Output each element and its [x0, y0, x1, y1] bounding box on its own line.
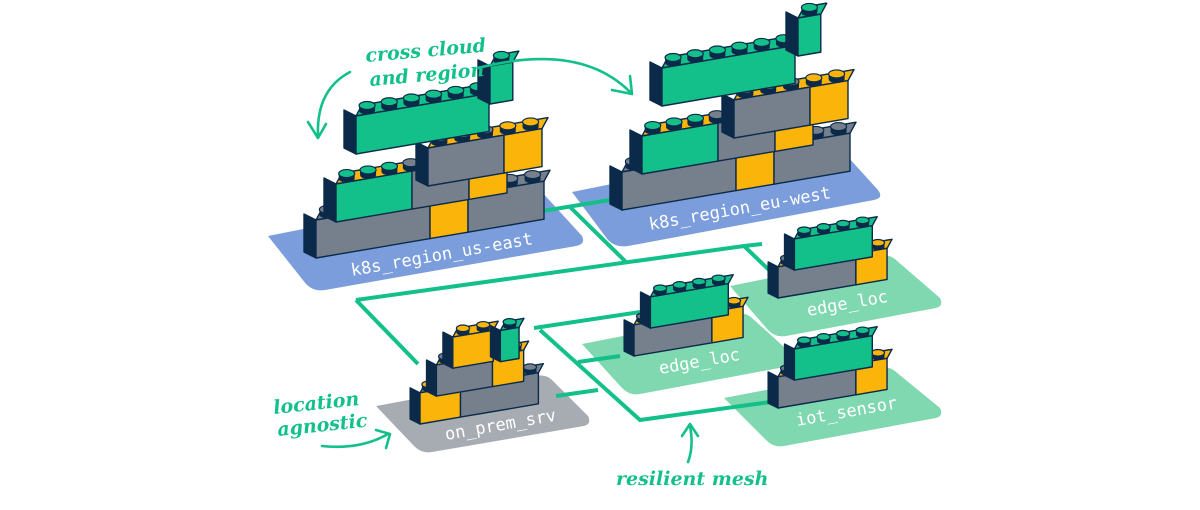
brick-stud	[359, 165, 377, 179]
note-resilient-mesh: resilient mesh	[616, 468, 768, 490]
brick-stud	[805, 73, 823, 87]
brick-green	[499, 326, 520, 363]
brick-side	[415, 141, 429, 187]
brick-green	[797, 13, 822, 57]
brick-side	[721, 93, 735, 139]
brick-side	[649, 61, 663, 107]
brick-side	[409, 387, 421, 425]
brick-stud	[686, 49, 704, 63]
brick-stud	[870, 238, 886, 251]
brick-stud	[753, 37, 771, 52]
arrow-to-on-prem-icon	[320, 428, 392, 450]
brick-stud	[686, 113, 705, 128]
brick-stud	[644, 120, 662, 135]
brick-stud	[835, 219, 851, 232]
brick-side	[425, 359, 438, 397]
brick-stud	[816, 223, 831, 235]
brick-stud	[502, 317, 517, 330]
brick-stud	[476, 320, 491, 333]
arrow-to-mesh-icon	[680, 422, 700, 464]
brick-side	[767, 371, 779, 409]
brick-stud	[652, 284, 668, 296]
mesh-link-on-prem-right	[555, 388, 599, 398]
brick-green	[661, 44, 796, 107]
brick-side	[629, 129, 643, 175]
annotations: cross cloud and region location agnostic…	[272, 35, 768, 490]
mesh-link-backbone	[568, 205, 628, 264]
brick-stack-eu-west	[609, 2, 857, 211]
brick-stud	[424, 89, 443, 104]
brick-stud	[499, 121, 517, 135]
brick-stud	[726, 296, 742, 309]
brick-side	[323, 177, 337, 223]
mesh-link-on-prem-edge	[533, 310, 641, 330]
arrow-to-eu-west-icon	[476, 57, 634, 96]
brick-side	[303, 213, 317, 259]
brick-side	[442, 331, 454, 369]
brick-stack-us-east	[303, 50, 551, 259]
brick-stud	[870, 348, 886, 361]
brick-side	[343, 109, 357, 155]
brick-yellow	[452, 329, 495, 369]
brick-stud	[835, 329, 851, 342]
brick-stud	[730, 41, 749, 56]
brick-stud	[338, 168, 356, 183]
mesh-link-to-on-prem-left	[354, 298, 420, 366]
brick-green	[355, 92, 490, 155]
brick-stud	[800, 2, 819, 17]
brick-stud	[665, 117, 683, 131]
brick-stud	[447, 85, 465, 100]
brick-stack-edge-2	[623, 273, 749, 357]
brick-stud	[711, 274, 726, 286]
brick-stud	[522, 363, 538, 375]
brick-side	[783, 343, 796, 381]
brick-stud	[855, 216, 870, 228]
mesh-link-edge-row	[577, 354, 621, 364]
brick-stud	[402, 158, 420, 172]
brick-stud	[796, 226, 812, 238]
brick-side	[767, 261, 779, 299]
brick-side	[489, 324, 502, 363]
brick-stud	[708, 45, 727, 59]
mesh-link-edge1	[743, 242, 763, 248]
brick-side	[785, 11, 799, 57]
brick-stud	[492, 50, 510, 65]
brick-stud	[664, 52, 682, 67]
brick-stud	[827, 69, 846, 83]
brick-stud	[358, 100, 376, 115]
brick-stud	[691, 277, 707, 290]
brick-stud	[380, 97, 398, 111]
arrow-to-us-east-icon	[306, 70, 352, 140]
brick-stud	[855, 326, 870, 338]
brick-stud	[672, 281, 687, 293]
brick-yellow	[503, 127, 543, 174]
brick-stud	[816, 333, 831, 345]
brick-stacks-layer	[303, 2, 893, 425]
brick-stud	[455, 324, 471, 336]
brick-side	[639, 291, 652, 329]
brick-stack-iot	[767, 325, 893, 409]
brick-side	[783, 233, 796, 271]
brick-side	[623, 319, 635, 357]
brick-stack-edge-1	[767, 215, 893, 299]
brick-green	[489, 61, 514, 105]
brick-stud	[796, 336, 812, 348]
brick-stud	[523, 169, 542, 184]
brick-stack-on-prem	[409, 317, 545, 425]
brick-yellow	[809, 79, 849, 126]
brick-stud	[402, 93, 421, 107]
brick-stud	[829, 121, 848, 136]
mesh-link-inner-loop	[538, 328, 771, 423]
brick-stud	[380, 161, 399, 176]
brick-stud	[521, 117, 540, 131]
brick-side	[609, 165, 623, 211]
